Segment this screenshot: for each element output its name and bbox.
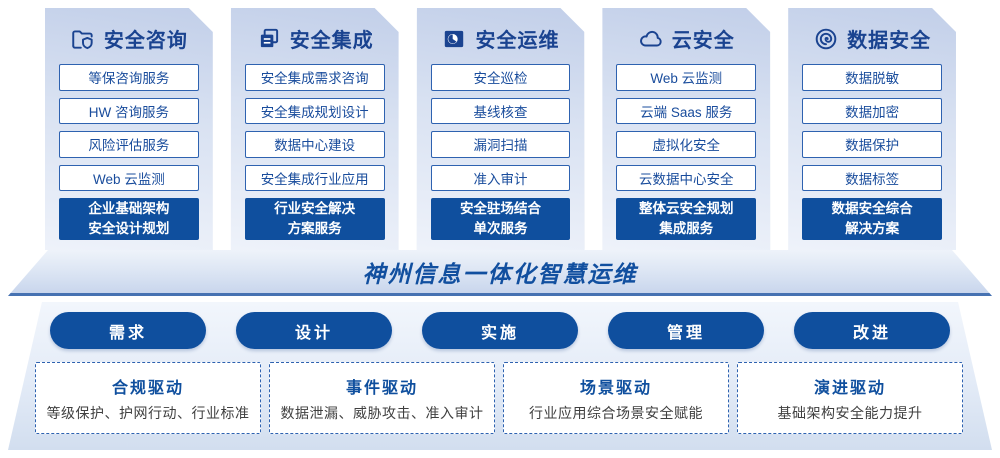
pill-demand: 需求 [50,312,206,349]
service-item: 安全集成规划设计 [245,98,385,125]
driver-scenario: 场景驱动 行业应用综合场景安全赋能 [503,362,729,434]
card-header: 安全集成 [245,24,385,53]
driver-desc: 行业应用综合场景安全赋能 [529,404,703,421]
driver-desc: 等级保护、护网行动、行业标准 [46,404,250,421]
pill-implement: 实施 [422,312,578,349]
service-cards-row: 安全咨询 等保咨询服务 HW 咨询服务 风险评估服务 Web 云监测 企业基础架… [45,8,956,250]
driver-desc: 数据泄漏、威胁攻击、准入审计 [280,404,484,421]
card-header: 数据安全 [802,24,942,53]
driver-evolution: 演进驱动 基础架构安全能力提升 [737,362,963,434]
banner-title: 神州信息一体化智慧运维 [362,261,638,287]
service-item: 安全巡检 [431,64,571,91]
process-pills-row: 需求 设计 实施 管理 改进 [50,312,950,349]
card-header: 云安全 [616,24,756,53]
card-security-operations: 安全运维 安全巡检 基线核查 漏洞扫描 准入审计 安全驻场结合 单次服务 [417,8,585,250]
service-item: 安全集成需求咨询 [245,64,385,91]
driver-title: 演进驱动 [813,379,886,397]
card-header: 安全运维 [431,24,571,53]
service-item: 风险评估服务 [59,131,199,158]
driver-incident: 事件驱动 数据泄漏、威胁攻击、准入审计 [269,362,495,434]
banner: 神州信息一体化智慧运维 [8,250,992,296]
service-item: 虚拟化安全 [616,131,756,158]
driver-title: 合规驱动 [111,379,184,397]
card-footer: 数据安全综合 解决方案 [802,198,942,240]
card-security-integration: 安全集成 安全集成需求咨询 安全集成规划设计 数据中心建设 安全集成行业应用 行… [231,8,399,250]
card-title: 数据安全 [847,30,932,53]
driver-desc: 基础架构安全能力提升 [777,404,923,421]
service-item: 数据保护 [802,131,942,158]
card-title: 安全运维 [475,30,560,53]
card-cloud-security: 云安全 Web 云监测 云端 Saas 服务 虚拟化安全 云数据中心安全 整体云… [602,8,770,250]
service-item: 基线核查 [431,98,571,125]
service-item: 准入审计 [431,165,571,192]
card-footer: 整体云安全规划 集成服务 [616,198,756,240]
documents-icon [256,26,282,52]
driver-compliance: 合规驱动 等级保护、护网行动、行业标准 [35,362,261,434]
cloud-icon [638,26,664,52]
service-item: 漏洞扫描 [431,131,571,158]
card-footer: 企业基础架构 安全设计规划 [59,198,199,240]
folder-clock-icon [441,26,467,52]
service-item: 等保咨询服务 [59,64,199,91]
service-item: 云数据中心安全 [616,165,756,192]
card-footer: 安全驻场结合 单次服务 [431,198,571,240]
folder-shield-icon [70,26,96,52]
drivers-row: 合规驱动 等级保护、护网行动、行业标准 事件驱动 数据泄漏、威胁攻击、准入审计 … [35,362,963,434]
service-item: HW 咨询服务 [59,98,199,125]
service-item: 安全集成行业应用 [245,165,385,192]
service-item: 数据中心建设 [245,131,385,158]
pill-design: 设计 [236,312,392,349]
pill-manage: 管理 [608,312,764,349]
card-title: 安全集成 [289,30,374,53]
driver-title: 场景驱动 [579,379,652,397]
service-item: 数据脱敏 [802,64,942,91]
card-footer: 行业安全解决 方案服务 [245,198,385,240]
service-item: Web 云监测 [616,64,756,91]
service-item: 数据标签 [802,165,942,192]
card-title: 安全咨询 [103,30,188,53]
service-item: 云端 Saas 服务 [616,98,756,125]
service-item: Web 云监测 [59,165,199,192]
card-title: 云安全 [671,30,735,53]
card-security-consulting: 安全咨询 等保咨询服务 HW 咨询服务 风险评估服务 Web 云监测 企业基础架… [45,8,213,250]
driver-title: 事件驱动 [345,379,418,397]
fingerprint-icon [813,26,839,52]
service-item: 数据加密 [802,98,942,125]
pill-improve: 改进 [794,312,950,349]
card-data-security: 数据安全 数据脱敏 数据加密 数据保护 数据标签 数据安全综合 解决方案 [788,8,956,250]
card-header: 安全咨询 [59,24,199,53]
